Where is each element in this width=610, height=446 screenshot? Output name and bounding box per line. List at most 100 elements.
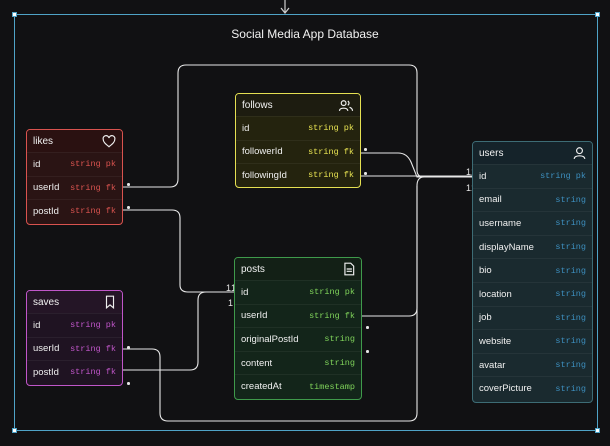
field-name: userId [241, 310, 268, 322]
field-name: createdAt [241, 381, 282, 393]
top-arrow-head [280, 7, 290, 14]
field-name: postId [33, 366, 59, 378]
field-name: originalPostId [241, 333, 299, 345]
resize-handle[interactable] [12, 428, 17, 433]
field-name: userId [33, 343, 60, 355]
field-row[interactable]: username string [473, 211, 592, 235]
field-row[interactable]: id string pk [27, 152, 122, 176]
field-row[interactable]: userId string fk [235, 303, 361, 328]
link-likes-posts [123, 209, 234, 293]
link-saves-users [123, 176, 472, 422]
field-type: string fk [309, 310, 355, 321]
field-type: string [324, 358, 355, 369]
field-row[interactable]: id string pk [27, 313, 122, 337]
field-name: job [479, 312, 492, 324]
field-type: string [555, 242, 586, 253]
table-header[interactable]: saves [27, 291, 122, 313]
link-saves-posts [123, 291, 234, 371]
field-name: bio [479, 265, 492, 277]
field-type: string fk [308, 146, 354, 157]
field-type: string pk [540, 171, 586, 182]
link-followerid-users [361, 152, 472, 178]
bookmark-icon [104, 295, 116, 309]
table-header[interactable]: likes [27, 130, 122, 152]
link-posts-users [362, 186, 418, 317]
many-marker [127, 382, 130, 385]
resize-handle[interactable] [12, 12, 17, 17]
field-type: string fk [308, 170, 354, 181]
many-marker [127, 183, 130, 186]
users-icon [338, 99, 354, 112]
heart-icon [102, 134, 116, 148]
field-row[interactable]: bio string [473, 258, 592, 282]
field-type: timestamp [309, 381, 355, 392]
table-name: posts [241, 263, 265, 275]
field-row[interactable]: id string pk [235, 280, 361, 304]
one-marker: 1 [226, 283, 232, 293]
field-type: string pk [70, 320, 116, 331]
field-type: string fk [70, 182, 116, 193]
field-name: userId [33, 182, 60, 194]
field-type: string [555, 265, 586, 276]
field-type: string fk [70, 367, 116, 378]
field-type: string [555, 383, 586, 394]
field-name: followingId [242, 169, 287, 181]
field-type: string pk [70, 159, 116, 170]
field-row[interactable]: createdAt timestamp [235, 374, 361, 398]
field-name: id [241, 286, 249, 298]
field-name: content [241, 357, 273, 369]
table-posts[interactable]: posts id string pk userId string fk origin… [234, 257, 362, 400]
field-name: displayName [479, 241, 534, 253]
link-likes-users [123, 64, 472, 188]
diagram-title: Social Media App Database [231, 27, 379, 41]
table-header[interactable]: follows [236, 94, 360, 116]
field-type: string fk [70, 206, 116, 217]
table-likes[interactable]: likes id string pk userId string fk postId… [26, 129, 123, 225]
field-row[interactable]: userId string fk [27, 175, 122, 200]
table-name: likes [33, 135, 54, 147]
table-header[interactable]: users [473, 142, 592, 164]
diagram-frame[interactable] [12, 12, 600, 433]
field-type: string [555, 336, 586, 347]
one-marker: 1 [466, 183, 472, 193]
many-marker [364, 172, 367, 175]
table-header[interactable]: posts [235, 258, 361, 280]
field-row[interactable]: postId string fk [27, 360, 122, 384]
field-type: string [555, 194, 586, 205]
field-row[interactable]: followingId string fk [236, 163, 360, 187]
field-row[interactable]: displayName string [473, 234, 592, 259]
field-row[interactable]: job string [473, 305, 592, 330]
table-name: saves [33, 296, 60, 308]
field-name: username [479, 217, 522, 229]
field-row[interactable]: content string [235, 350, 361, 375]
resize-handle[interactable] [595, 428, 600, 433]
one-marker: 1 [228, 298, 234, 308]
field-type: string [555, 218, 586, 229]
field-type: string pk [309, 287, 355, 298]
table-name: users [479, 147, 504, 159]
one-marker: 1 [231, 283, 236, 293]
document-icon [343, 262, 355, 276]
field-name: id [33, 158, 41, 170]
field-name: location [479, 288, 512, 300]
many-marker [366, 350, 369, 353]
many-marker [127, 346, 130, 349]
field-name: id [33, 319, 41, 331]
many-marker [127, 206, 130, 209]
field-type: string [555, 312, 586, 323]
resize-handle[interactable] [595, 12, 600, 17]
